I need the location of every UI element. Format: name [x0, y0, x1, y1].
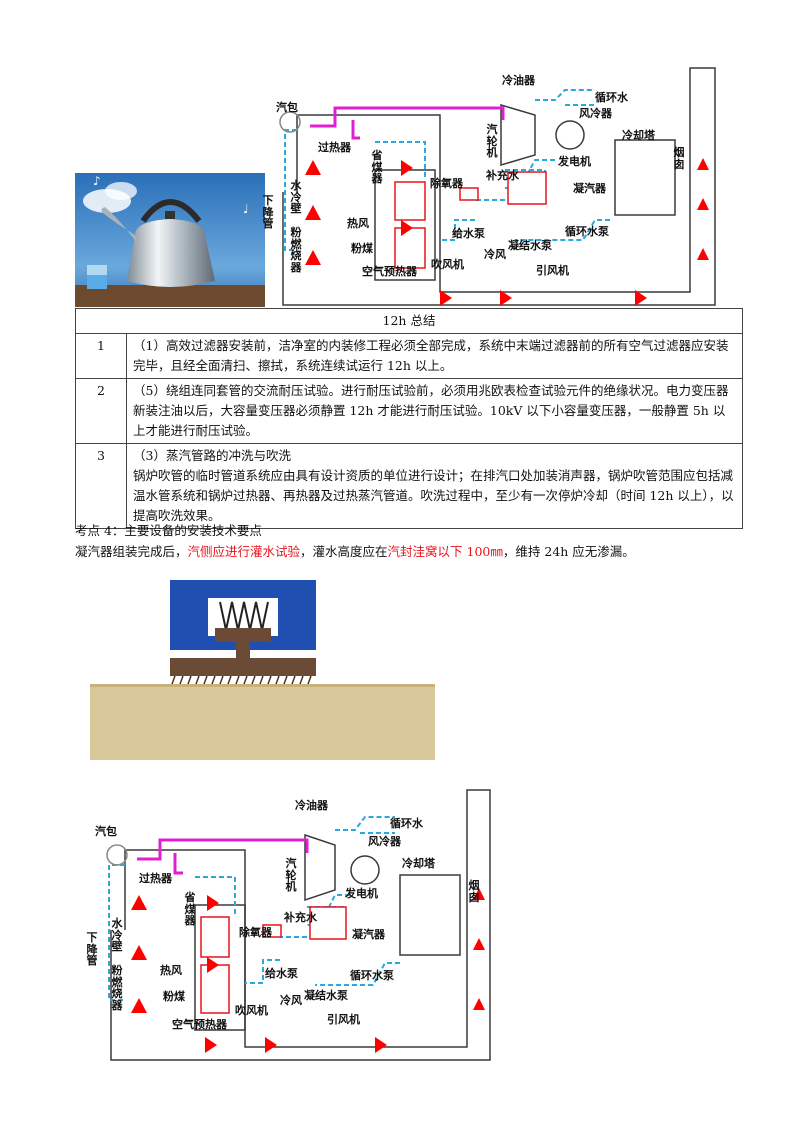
label-cooling-tower: 冷却塔 — [402, 857, 435, 870]
label-air-preheater: 空气预热器 — [362, 265, 417, 278]
label-circ-pump: 循环水泵 — [350, 969, 394, 982]
label-turbine: 汽轮机 — [285, 857, 297, 894]
label-generator: 发电机 — [558, 155, 591, 168]
label-cooling-tower: 冷却塔 — [622, 129, 655, 142]
label-turbine: 汽轮机 — [486, 123, 498, 160]
label-oil-cooler: 冷油器 — [502, 74, 535, 87]
table-heading: 12h 总结 — [75, 308, 743, 334]
label-circ-water: 循环水 — [390, 817, 423, 830]
label-deaerator: 除氧器 — [430, 177, 463, 190]
label-oil-cooler: 冷油器 — [295, 799, 328, 812]
label-circ-pump: 循环水泵 — [565, 225, 609, 238]
label-water-wall: 水冷壁 — [290, 179, 302, 216]
row-number: 3 — [75, 443, 127, 529]
svg-text:♩: ♩ — [243, 202, 249, 216]
keypoint-text: 凝汽器组装完成后， — [75, 544, 188, 559]
table-row: 3 （3）蒸汽管路的冲洗与吹洗 锅炉吹管的临时管道系统应由具有设计资质的单位进行… — [75, 443, 743, 529]
keypoint-text: ，灌水高度应在 — [300, 544, 388, 559]
keypoint-highlight: 汽侧应进行灌水试验 — [187, 544, 301, 559]
row-text: （1）高效过滤器安装前，洁净室的内装修工程必须全部完成，系统中末端过滤器前的所有… — [126, 333, 743, 379]
label-drum: 汽包 — [95, 825, 117, 838]
table-row: 12h 总结 — [75, 308, 743, 334]
label-makeup-water: 补充水 — [486, 169, 519, 182]
label-induced-fan: 引风机 — [327, 1013, 360, 1026]
table-row: 1 （1）高效过滤器安装前，洁净室的内装修工程必须全部完成，系统中末端过滤器前的… — [75, 333, 743, 379]
label-blower: 吹风机 — [431, 258, 464, 271]
label-air-preheater: 空气预热器 — [172, 1018, 227, 1031]
label-cold-air: 冷风 — [280, 994, 302, 1007]
label-burner: 粉燃烧器 — [290, 226, 302, 274]
label-condensate-pump: 凝结水泵 — [304, 989, 348, 1002]
table-row: 2 （5）绕组连同套管的交流耐压试验。进行耐压试验前，必须用兆欧表检查试验元件的… — [75, 378, 743, 444]
label-hot-air: 热风 — [347, 217, 369, 230]
label-deaerator: 除氧器 — [239, 926, 272, 939]
label-air-cooler: 风冷器 — [368, 835, 401, 848]
label-pulverized-coal: 粉煤 — [163, 990, 185, 1003]
spring-support-illustration — [90, 580, 435, 760]
summary-table: 12h 总结 1 （1）高效过滤器安装前，洁净室的内装修工程必须全部完成，系统中… — [75, 308, 743, 529]
label-hot-air: 热风 — [160, 964, 182, 977]
label-condensate-pump: 凝结水泵 — [508, 239, 552, 252]
row-number: 1 — [75, 333, 127, 379]
label-economizer: 省煤器 — [184, 891, 196, 928]
label-chimney: 烟囱 — [673, 146, 685, 171]
label-induced-fan: 引风机 — [536, 264, 569, 277]
label-downcomer: 下降管 — [262, 194, 274, 231]
label-air-cooler: 风冷器 — [579, 107, 612, 120]
label-cold-air: 冷风 — [484, 248, 506, 261]
label-generator: 发电机 — [345, 887, 378, 900]
label-feed-pump: 给水泵 — [265, 967, 298, 980]
row-text: 锅炉吹管的临时管道系统应由具有设计资质的单位进行设计；在排汽口处加装消声器，锅炉… — [133, 468, 734, 523]
svg-text:♪: ♪ — [93, 174, 101, 188]
row-subheading: （3）蒸汽管路的冲洗与吹洗 — [133, 448, 291, 463]
power-plant-diagram-bottom — [95, 785, 500, 1065]
label-chimney: 烟囱 — [468, 879, 480, 904]
row-number: 2 — [75, 378, 127, 444]
kettle-image: ♪ ♩ — [75, 173, 265, 307]
label-drum: 汽包 — [276, 101, 298, 114]
label-water-wall: 水冷壁 — [111, 917, 123, 954]
label-feed-pump: 给水泵 — [452, 227, 485, 240]
label-downcomer: 下降管 — [86, 931, 98, 968]
row-text-block: （3）蒸汽管路的冲洗与吹洗 锅炉吹管的临时管道系统应由具有设计资质的单位进行设计… — [126, 443, 743, 529]
label-blower: 吹风机 — [235, 1004, 268, 1017]
label-burner: 粉燃烧器 — [111, 964, 123, 1012]
label-pulverized-coal: 粉煤 — [351, 242, 373, 255]
label-condenser: 凝汽器 — [573, 182, 606, 195]
label-circ-water: 循环水 — [595, 91, 628, 104]
label-superheater: 过热器 — [318, 141, 351, 154]
label-superheater: 过热器 — [139, 872, 172, 885]
keypoint-paragraph: 凝汽器组装完成后，汽侧应进行灌水试验，灌水高度应在汽封洼窝以下 100㎜，维持 … — [75, 543, 635, 561]
label-makeup-water: 补充水 — [284, 911, 317, 924]
keypoint-title: 考点 4：主要设备的安装技术要点 — [75, 523, 262, 538]
keypoint-highlight: 汽封洼窝以下 100㎜ — [387, 544, 503, 559]
row-text: （5）绕组连同套管的交流耐压试验。进行耐压试验前，必须用兆欧表检查试验元件的绝缘… — [126, 378, 743, 444]
power-plant-diagram-top — [265, 60, 725, 310]
keypoint-text: ，维持 24h 应无渗漏。 — [502, 544, 635, 559]
label-condenser: 凝汽器 — [352, 928, 385, 941]
label-economizer: 省煤器 — [371, 149, 383, 186]
